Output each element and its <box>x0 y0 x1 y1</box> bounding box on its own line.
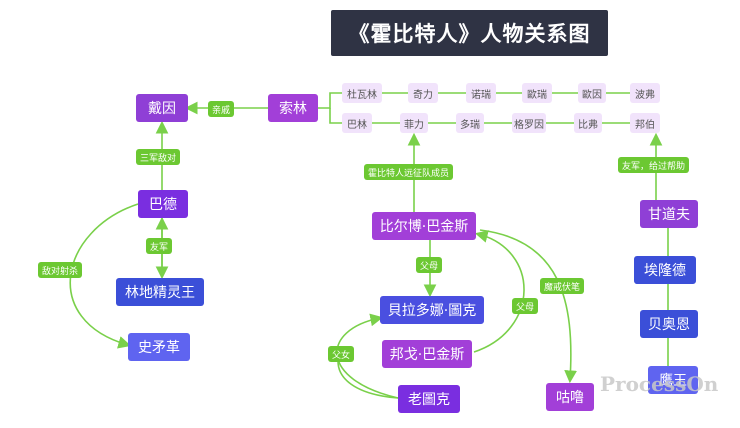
watermark: ProcessOn <box>600 372 719 396</box>
label-parents-2: 父母 <box>512 298 539 314</box>
node-eagle-king[interactable]: 鹰王 <box>648 366 698 394</box>
node-bade[interactable]: 巴德 <box>138 190 188 218</box>
node-gollum[interactable]: 咕噜 <box>546 383 594 411</box>
node-shimaoge[interactable]: 史矛革 <box>128 333 190 361</box>
node-belladonna[interactable]: 貝拉多娜·圖克 <box>380 296 484 324</box>
dwarf-row2-item[interactable]: 菲力 <box>400 113 428 133</box>
dwarf-row2-item[interactable]: 邦伯 <box>630 113 660 133</box>
label-enemy-kill: 敌对射杀 <box>38 262 83 278</box>
label-expedition: 霍比特人远征队成员 <box>364 164 454 180</box>
label-friend-help: 友军，给过帮助 <box>618 157 690 173</box>
label-kin: 亲戚 <box>208 101 235 117</box>
dwarf-row1-item[interactable]: 奇力 <box>408 83 438 103</box>
dwarf-row2-item[interactable]: 比弗 <box>574 113 602 133</box>
dwarf-row2-item[interactable]: 多瑞 <box>456 113 484 133</box>
dwarf-row2-item[interactable]: 格罗因 <box>512 113 546 133</box>
node-gandalf[interactable]: 甘道夫 <box>640 200 698 228</box>
node-forest-king[interactable]: 林地精灵王 <box>116 278 204 306</box>
dwarf-row2-item[interactable]: 巴林 <box>342 113 372 133</box>
label-father-daughter: 父女 <box>328 346 355 362</box>
page-title: 《霍比特人》人物关系图 <box>331 10 608 56</box>
label-magic-ring: 魔戒伏笔 <box>540 278 585 294</box>
dwarf-row1-item[interactable]: 诺瑞 <box>466 83 496 103</box>
node-daiyin[interactable]: 戴因 <box>136 94 188 122</box>
label-three-armies: 三军敌对 <box>136 149 181 165</box>
dwarf-row1-item[interactable]: 波弗 <box>630 83 660 103</box>
node-bilbo[interactable]: 比尔博·巴金斯 <box>372 212 476 240</box>
label-parents-1: 父母 <box>416 257 443 273</box>
node-beorn[interactable]: 贝奥恩 <box>640 310 698 338</box>
node-old-took[interactable]: 老圖克 <box>398 385 460 413</box>
dwarf-row1-item[interactable]: 歐因 <box>578 83 606 103</box>
dwarf-row1-item[interactable]: 歐瑞 <box>522 83 552 103</box>
dwarf-row1-item[interactable]: 杜瓦林 <box>342 83 382 103</box>
node-elrond[interactable]: 埃隆德 <box>634 256 696 284</box>
node-suolin[interactable]: 索林 <box>268 94 318 122</box>
node-bungo[interactable]: 邦戈·巴金斯 <box>382 340 472 368</box>
label-friend-army: 友军 <box>146 238 173 254</box>
